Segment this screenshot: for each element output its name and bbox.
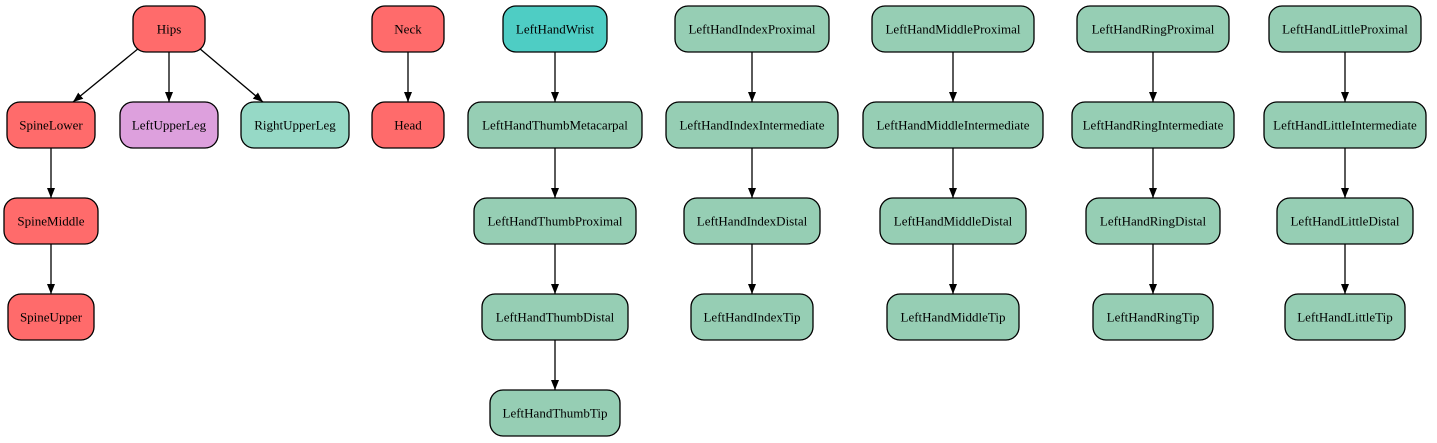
node-box	[1071, 101, 1235, 149]
node-box	[1092, 293, 1214, 341]
node-spine-middle: SpineMiddle	[3, 197, 99, 245]
node-label: LeftHandThumbDistal	[496, 310, 615, 325]
node-box	[3, 197, 99, 245]
node-label: LeftHandRingProximal	[1092, 22, 1215, 37]
node-label: LeftHandLittleDistal	[1290, 214, 1399, 229]
node-label: LeftHandRingIntermediate	[1083, 118, 1224, 133]
node-left-hand-little-proximal: LeftHandLittleProximal	[1268, 5, 1422, 53]
node-box	[489, 389, 621, 437]
node-label: LeftHandMiddleProximal	[885, 22, 1020, 37]
node-right-upper-leg: RightUpperLeg	[240, 101, 350, 149]
node-box	[683, 197, 821, 245]
node-box	[1276, 197, 1414, 245]
node-left-upper-leg: LeftUpperLeg	[119, 101, 219, 149]
node-label: Head	[394, 118, 422, 133]
node-box	[674, 5, 830, 53]
edge-hips-to-right-upper-leg	[198, 47, 264, 103]
node-left-hand-ring-proximal: LeftHandRingProximal	[1076, 5, 1230, 53]
node-label: Neck	[394, 22, 422, 37]
node-label: LeftHandLittleIntermediate	[1273, 118, 1417, 133]
node-head: Head	[371, 101, 445, 149]
node-neck: Neck	[371, 5, 445, 53]
node-label: LeftHandRingTip	[1107, 310, 1200, 325]
node-box	[1268, 5, 1422, 53]
node-box	[1085, 197, 1221, 245]
node-box	[502, 5, 608, 53]
node-left-hand-index-tip: LeftHandIndexTip	[690, 293, 814, 341]
node-left-hand-middle-tip: LeftHandMiddleTip	[886, 293, 1020, 341]
node-box	[1284, 293, 1406, 341]
node-label: LeftHandLittleProximal	[1282, 22, 1408, 37]
node-box	[119, 101, 219, 149]
node-label: LeftHandIndexDistal	[697, 214, 808, 229]
node-spine-upper: SpineUpper	[7, 293, 95, 341]
node-left-hand-index-distal: LeftHandIndexDistal	[683, 197, 821, 245]
node-left-hand-ring-tip: LeftHandRingTip	[1092, 293, 1214, 341]
node-label: RightUpperLeg	[254, 118, 336, 133]
node-left-hand-little-intermediate: LeftHandLittleIntermediate	[1263, 101, 1427, 149]
node-label: LeftHandMiddleTip	[901, 310, 1006, 325]
node-left-hand-thumb-proximal: LeftHandThumbProximal	[473, 197, 637, 245]
node-box	[371, 5, 445, 53]
node-box	[132, 5, 206, 53]
node-box	[481, 293, 629, 341]
node-left-hand-thumb-distal: LeftHandThumbDistal	[481, 293, 629, 341]
node-label: LeftHandThumbProximal	[487, 214, 622, 229]
node-left-hand-little-distal: LeftHandLittleDistal	[1276, 197, 1414, 245]
node-box	[371, 101, 445, 149]
node-box	[690, 293, 814, 341]
node-label: LeftHandRingDistal	[1100, 214, 1207, 229]
node-label: LeftHandLittleTip	[1297, 310, 1393, 325]
node-left-hand-index-proximal: LeftHandIndexProximal	[674, 5, 830, 53]
node-left-hand-thumb-metacarpal: LeftHandThumbMetacarpal	[467, 101, 643, 149]
node-hips: Hips	[132, 5, 206, 53]
node-label: SpineMiddle	[17, 214, 84, 229]
node-box	[1076, 5, 1230, 53]
node-label: LeftHandMiddleDistal	[894, 214, 1013, 229]
node-left-hand-middle-intermediate: LeftHandMiddleIntermediate	[862, 101, 1044, 149]
node-left-hand-middle-proximal: LeftHandMiddleProximal	[871, 5, 1035, 53]
node-left-hand-middle-distal: LeftHandMiddleDistal	[879, 197, 1027, 245]
node-box	[886, 293, 1020, 341]
node-box	[473, 197, 637, 245]
node-box	[862, 101, 1044, 149]
node-label: LeftUpperLeg	[132, 118, 207, 133]
node-box	[1263, 101, 1427, 149]
node-left-hand-ring-distal: LeftHandRingDistal	[1085, 197, 1221, 245]
node-box	[240, 101, 350, 149]
node-label: LeftHandThumbMetacarpal	[482, 118, 628, 133]
node-left-hand-wrist: LeftHandWrist	[502, 5, 608, 53]
node-box	[871, 5, 1035, 53]
node-box	[6, 101, 96, 149]
edge-hips-to-spine-lower	[72, 47, 140, 103]
node-label: LeftHandIndexIntermediate	[679, 118, 824, 133]
node-label: LeftHandWrist	[516, 22, 595, 37]
node-box	[467, 101, 643, 149]
node-spine-lower: SpineLower	[6, 101, 96, 149]
node-left-hand-index-intermediate: LeftHandIndexIntermediate	[665, 101, 839, 149]
node-box	[665, 101, 839, 149]
node-label: SpineUpper	[20, 310, 83, 325]
node-left-hand-thumb-tip: LeftHandThumbTip	[489, 389, 621, 437]
node-label: LeftHandIndexProximal	[688, 22, 815, 37]
node-label: LeftHandIndexTip	[703, 310, 800, 325]
node-label: LeftHandMiddleIntermediate	[876, 118, 1029, 133]
node-label: LeftHandThumbTip	[503, 406, 608, 421]
node-box	[7, 293, 95, 341]
node-left-hand-ring-intermediate: LeftHandRingIntermediate	[1071, 101, 1235, 149]
node-box	[879, 197, 1027, 245]
node-label: SpineLower	[19, 118, 83, 133]
node-left-hand-little-tip: LeftHandLittleTip	[1284, 293, 1406, 341]
edges	[47, 47, 1349, 390]
node-label: Hips	[157, 22, 182, 37]
